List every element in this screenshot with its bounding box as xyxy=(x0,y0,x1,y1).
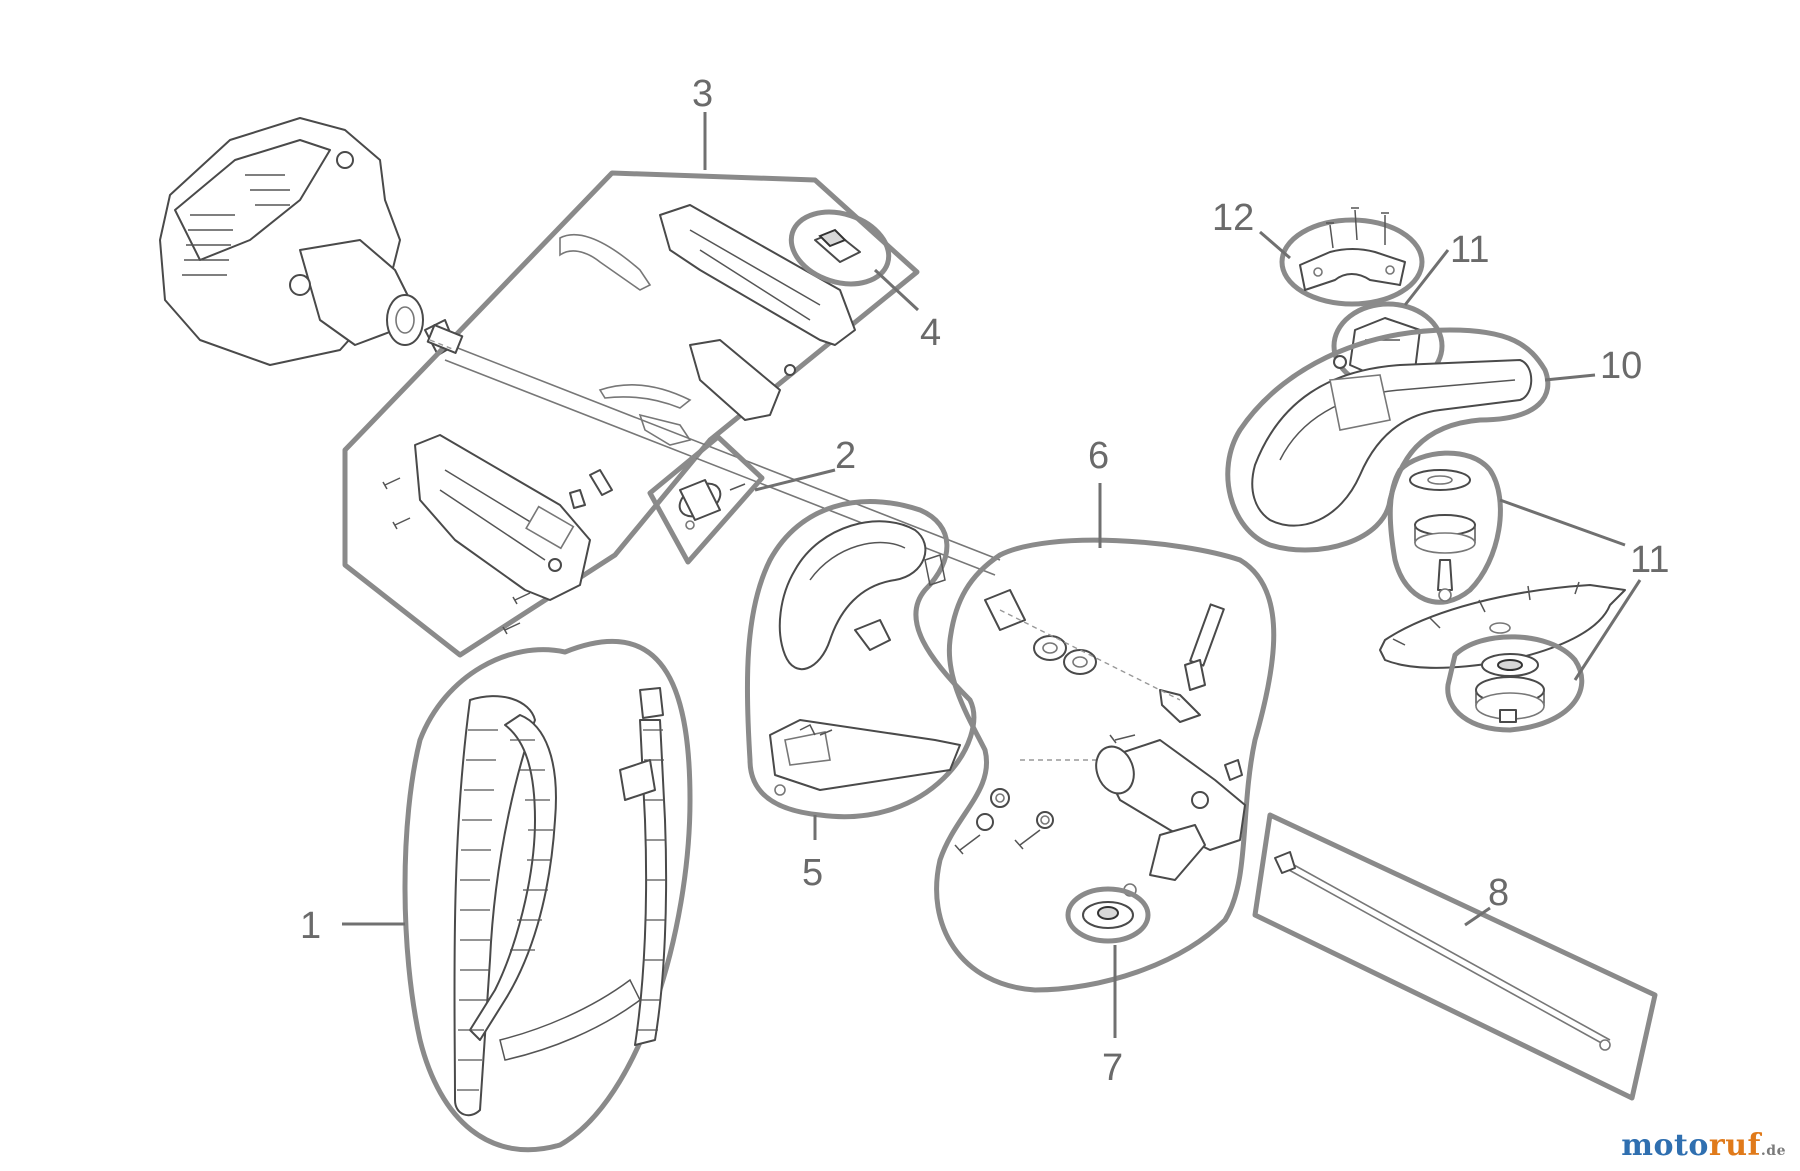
group-2-outline xyxy=(647,434,765,565)
watermark-logo: motoruf.de xyxy=(1621,1128,1786,1163)
group-6-parts xyxy=(954,589,1246,897)
group-5-parts xyxy=(769,520,961,796)
callout-1: 1 xyxy=(300,905,321,947)
callout-labels: 1 2 3 4 5 6 7 8 10 11 11 11 12 xyxy=(300,73,1669,1089)
watermark-part1: moto xyxy=(1621,1128,1709,1163)
group-6-outline xyxy=(934,537,1277,993)
group-7-outline xyxy=(1065,886,1151,944)
group-4-outline xyxy=(788,209,892,287)
leader-11a xyxy=(1403,249,1450,306)
cutting-blade xyxy=(1379,581,1626,669)
group-10-parts xyxy=(1251,359,1533,527)
group-2-parts xyxy=(678,479,746,530)
group-3-outline xyxy=(342,170,920,658)
leader-8 xyxy=(1464,906,1491,927)
leader-2 xyxy=(754,468,836,492)
group-8-outline xyxy=(1252,812,1658,1101)
leader-12 xyxy=(1259,230,1291,260)
group-10-outline xyxy=(1225,327,1551,553)
group-1-strap xyxy=(453,687,668,1117)
group-11-middle-outline xyxy=(1387,450,1503,605)
callout-12: 12 xyxy=(1212,197,1254,239)
group-11-lower-outline xyxy=(1445,634,1585,733)
group-8-part xyxy=(1274,851,1611,1051)
callout-11-middle: 11 xyxy=(1630,539,1669,581)
watermark-part2: ruf xyxy=(1708,1128,1761,1163)
callout-11-upper: 11 xyxy=(1450,229,1489,271)
engine-unit xyxy=(159,117,456,366)
callout-3: 3 xyxy=(692,73,713,115)
leader-10 xyxy=(1544,373,1596,382)
callout-2: 2 xyxy=(835,435,856,477)
group-12-outline xyxy=(1279,217,1425,307)
group-11-middle-parts xyxy=(1409,469,1476,602)
group-12-parts xyxy=(1299,207,1406,291)
group-7-part xyxy=(1082,901,1134,929)
callout-7: 7 xyxy=(1102,1047,1123,1089)
group-3-parts xyxy=(382,204,1001,635)
watermark-suffix: .de xyxy=(1760,1143,1786,1159)
leader-11b xyxy=(1499,498,1626,547)
group-11-lower-parts xyxy=(1475,653,1545,723)
leader-11c xyxy=(1573,579,1642,681)
callout-5: 5 xyxy=(802,852,823,894)
callout-10: 10 xyxy=(1600,345,1642,387)
callout-6: 6 xyxy=(1088,435,1109,477)
leader-4 xyxy=(873,268,920,312)
group-1-outline xyxy=(402,638,693,1153)
group-5-outline xyxy=(744,499,977,820)
callout-4: 4 xyxy=(920,312,941,354)
callout-8: 8 xyxy=(1488,872,1509,914)
leader-lines xyxy=(342,112,1642,1038)
group-4-part xyxy=(814,228,861,263)
